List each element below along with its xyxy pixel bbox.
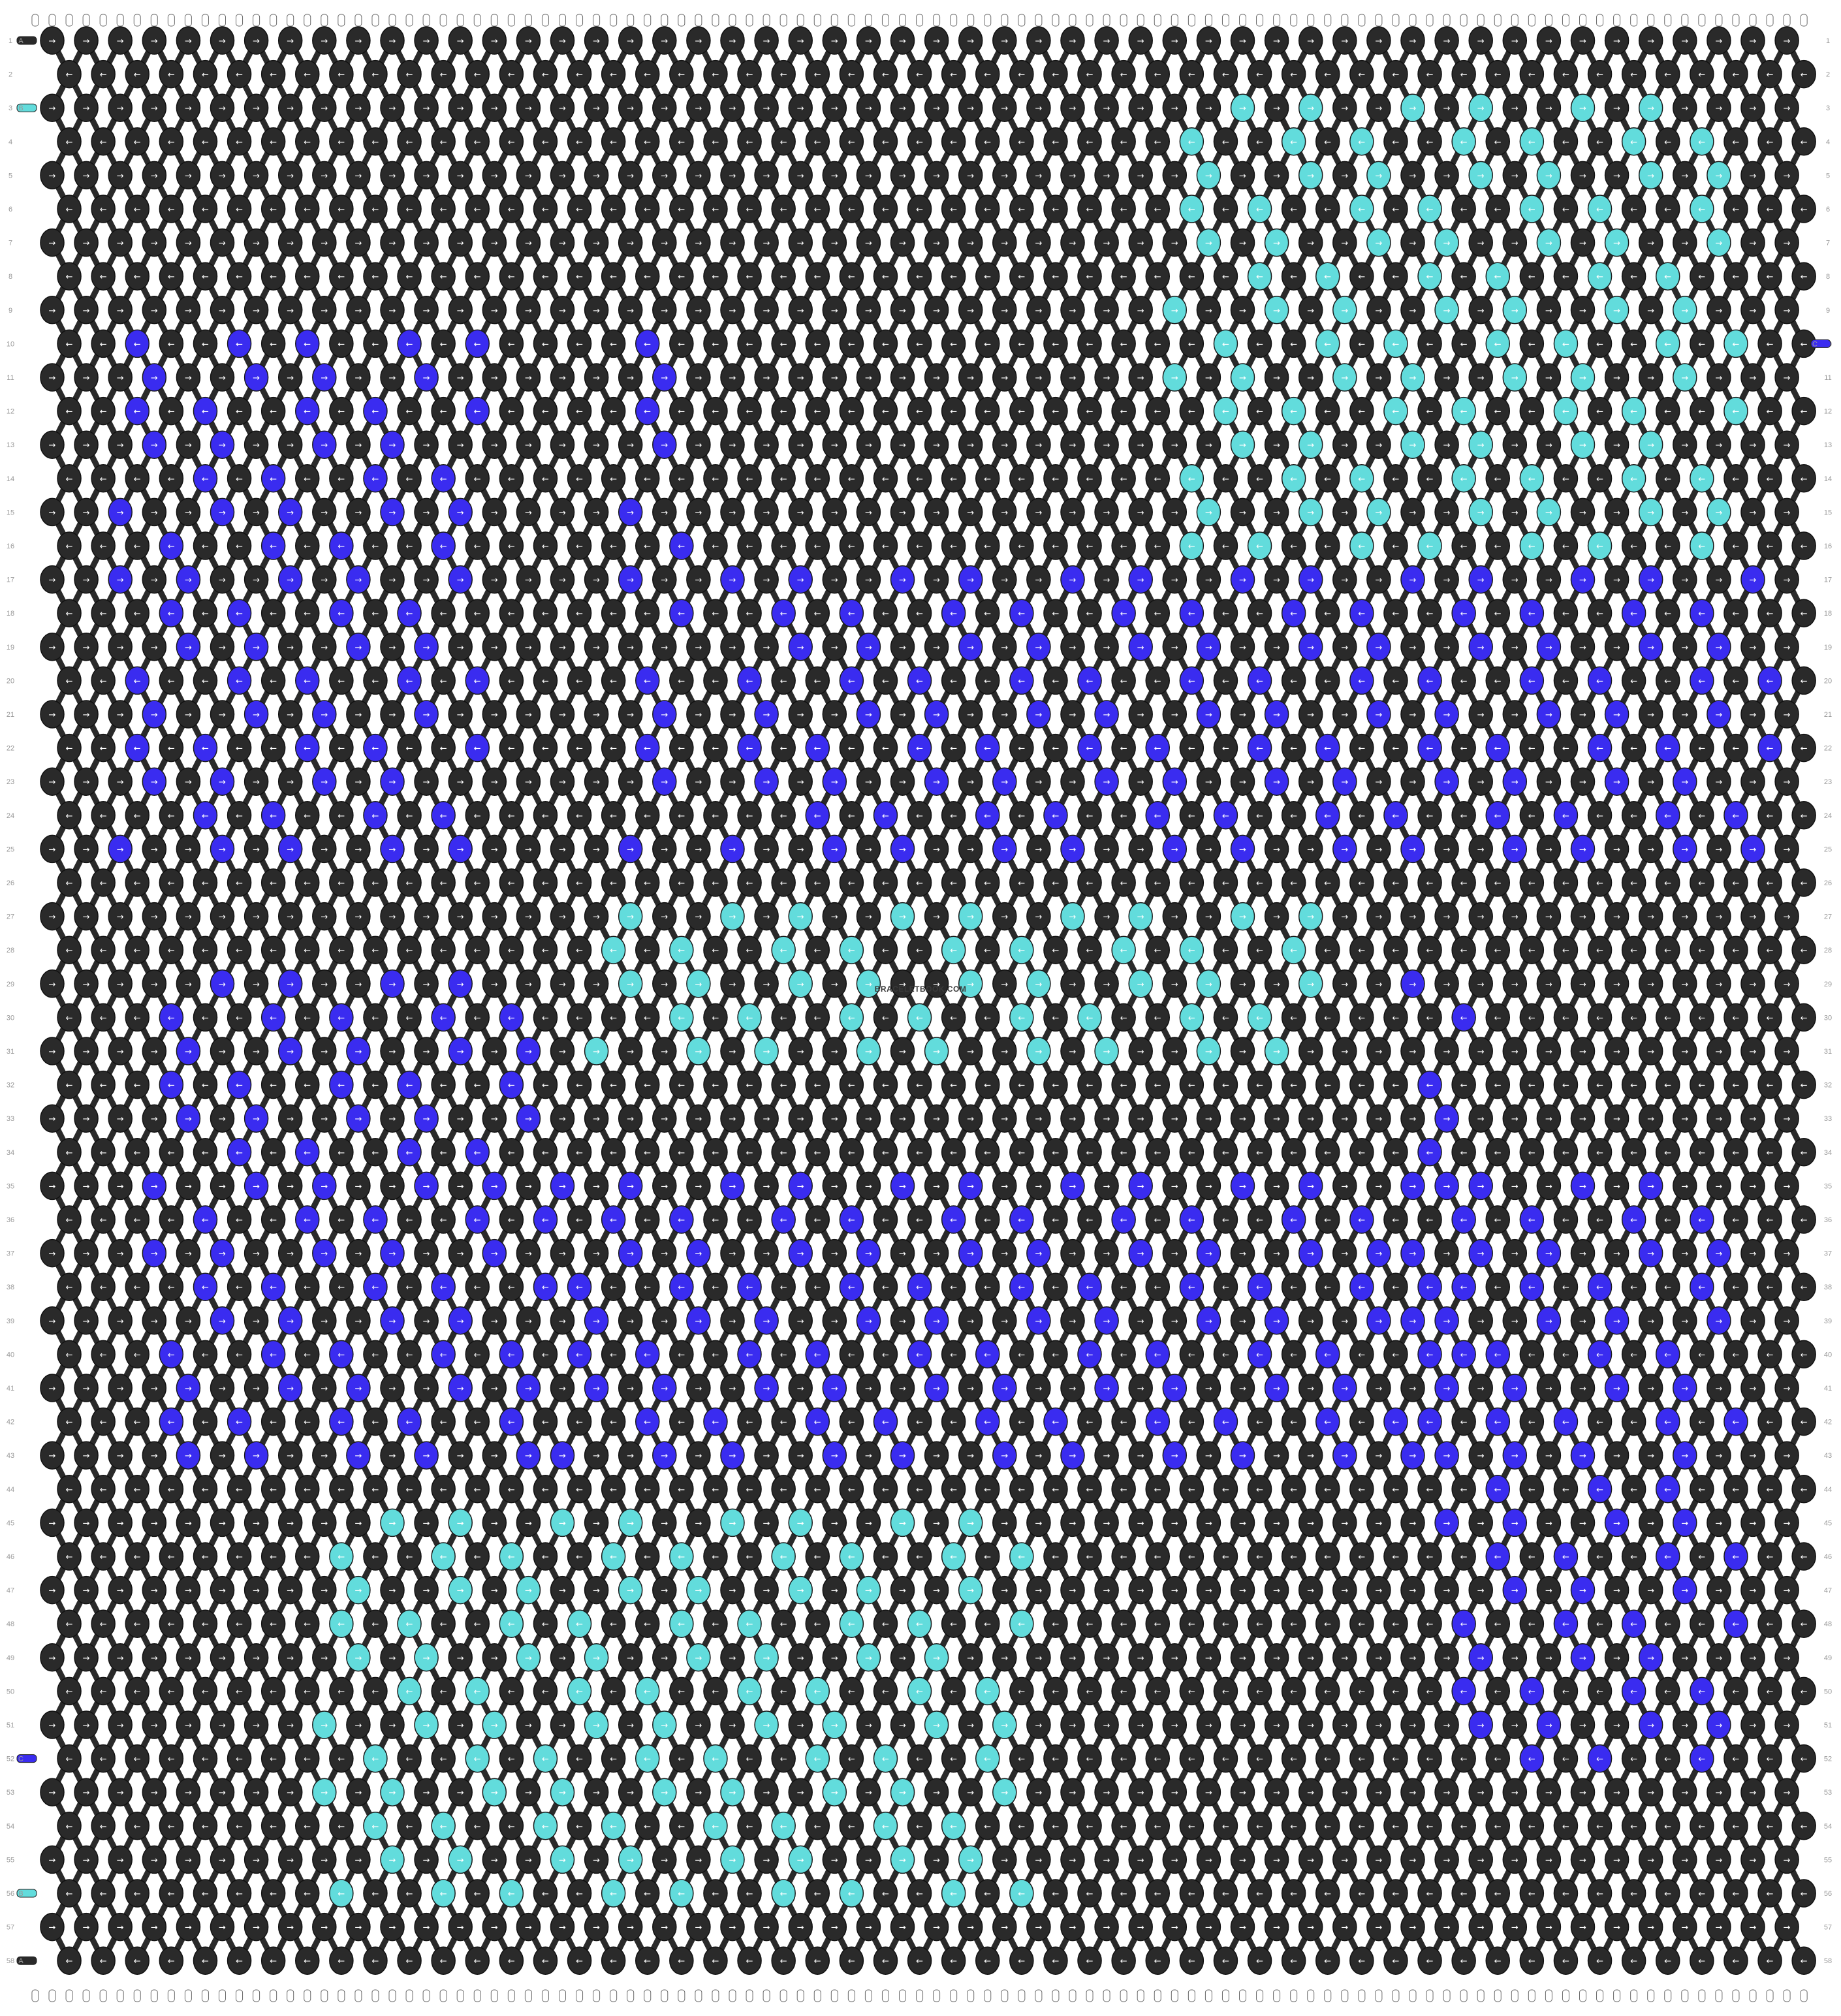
strings-layer: [49, 37, 1807, 1964]
